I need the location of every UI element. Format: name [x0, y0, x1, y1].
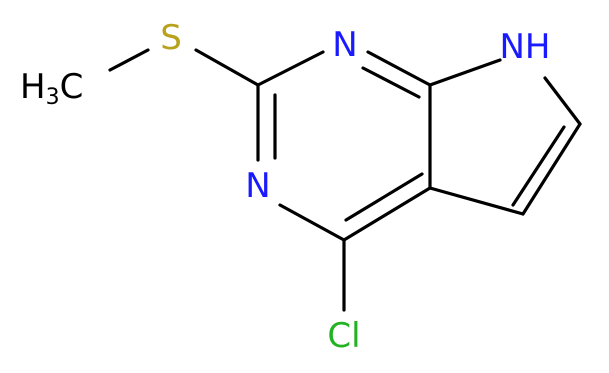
- bond-sulfur-c2: [194, 48, 260, 87]
- sulfur-atom-label: S: [160, 18, 182, 58]
- bond-c4-c4a-double: [344, 172, 424, 222]
- bond-c6-c5: [521, 122, 582, 216]
- bond-c5-c4a: [428, 186, 525, 216]
- bond-ntop-c7a: [366, 50, 432, 87]
- bonds: [108, 48, 582, 312]
- nitrogen-left-atom-label: N: [245, 166, 270, 206]
- bond-methyl-sulfur: [108, 48, 150, 72]
- nh-atom-label: NH: [500, 27, 551, 67]
- bond-c2-ntop: [256, 50, 325, 87]
- nitrogen-top-atom-label: N: [332, 25, 357, 65]
- methyl-subscript-3: 3: [46, 85, 60, 110]
- methyl-c: C: [60, 67, 84, 107]
- atom-labels: H3C S N N NH Cl: [20, 18, 551, 356]
- bond-nh-c6: [543, 76, 582, 126]
- methyl-h: H: [20, 67, 46, 107]
- methyl-group-label: H3C: [20, 67, 83, 110]
- bond-ntop-c7a-double: [361, 66, 421, 99]
- bond-c4-c4a: [342, 186, 432, 242]
- bond-nleft-c4: [278, 203, 346, 242]
- bond-c7a-nh: [428, 58, 502, 87]
- bond-c6-c5-double: [511, 125, 566, 207]
- chlorine-atom-label: Cl: [327, 316, 360, 356]
